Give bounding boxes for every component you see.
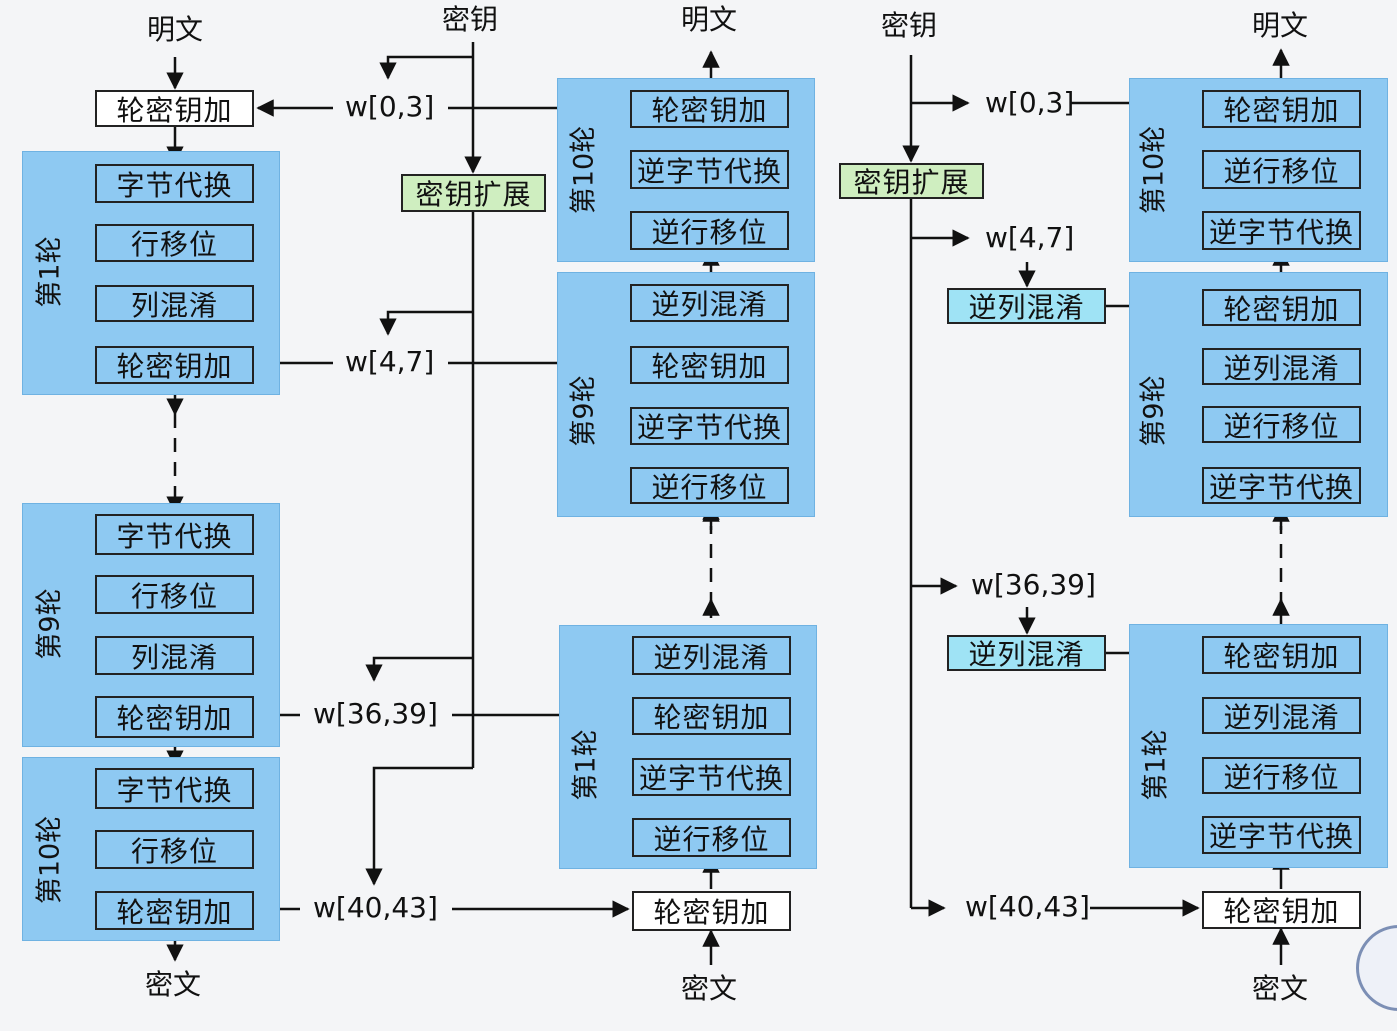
enc-round9-step: 字节代换 [95,514,254,555]
dec-round10-step: 逆行移位 [630,211,789,250]
eq-round9-step: 逆列混淆 [1202,348,1361,385]
enc-plaintext-label: 明文 [147,13,204,46]
dec-round9-step: 逆字节代换 [630,407,789,445]
enc-key-expansion: 密钥扩展 [401,174,546,212]
word-label: w[36,39] [971,568,1096,601]
enc-round9-step: 行移位 [95,575,254,614]
eq-inv-mix-key-box: 逆列混淆 [947,288,1106,324]
eq-round9-step: 逆行移位 [1202,406,1361,443]
word-label: w[4,7] [345,345,435,378]
dec-ciphertext-label: 密文 [681,972,738,1005]
eq-initial-add-round-key: 轮密钥加 [1202,891,1361,929]
eq-round10-step: 轮密钥加 [1202,90,1361,128]
dec-round9-label: 第9轮 [568,375,600,447]
enc-round10-step: 行移位 [95,830,254,869]
enc-round9-step: 列混淆 [95,636,254,675]
enc-round10-label: 第10轮 [34,815,66,905]
enc-round1-step: 轮密钥加 [95,346,254,384]
dec-round9-step: 逆行移位 [630,467,789,504]
enc-round1-step: 字节代换 [95,164,254,203]
eq-key-label: 密钥 [881,9,938,42]
eq-round10-step: 逆行移位 [1202,150,1361,189]
dec-round1-step: 轮密钥加 [632,697,791,735]
word-label: w[0,3] [985,86,1075,119]
word-label: w[36,39] [313,697,438,730]
dec-round9-step: 逆列混淆 [630,284,789,322]
eq-round1-step: 逆行移位 [1202,757,1361,794]
word-label: w[4,7] [985,221,1075,254]
eq-round9-step: 轮密钥加 [1202,289,1361,326]
eq-round9-step: 逆字节代换 [1202,467,1361,504]
dec-round10-step: 逆字节代换 [630,150,789,189]
eq-round1-step: 逆列混淆 [1202,697,1361,734]
eq-key-expansion: 密钥扩展 [839,163,984,199]
word-label: w[40,43] [965,890,1090,923]
dec-round1-step: 逆行移位 [632,818,791,857]
eq-plaintext-label: 明文 [1252,9,1309,42]
enc-key-label: 密钥 [442,3,499,36]
dec-round1-step: 逆列混淆 [632,636,791,675]
dec-plaintext-label: 明文 [681,3,738,36]
eq-round10-label: 第10轮 [1138,125,1170,215]
dec-round1-step: 逆字节代换 [632,758,791,796]
dec-round10-label: 第10轮 [568,125,600,215]
eq-inv-mix-key-box: 逆列混淆 [947,635,1106,671]
enc-round1-label: 第1轮 [34,236,66,308]
dec-initial-add-round-key: 轮密钥加 [632,891,791,931]
enc-ciphertext-label: 密文 [145,968,202,1001]
dec-round9-step: 轮密钥加 [630,346,789,384]
dec-round1-label: 第1轮 [570,729,602,801]
dec-round10-step: 轮密钥加 [630,90,789,128]
enc-round10-step: 轮密钥加 [95,891,254,930]
eq-ciphertext-label: 密文 [1252,972,1309,1005]
eq-round10-step: 逆字节代换 [1202,211,1361,250]
word-label: w[40,43] [313,891,438,924]
enc-initial-add-round-key: 轮密钥加 [95,90,254,127]
eq-round1-step: 轮密钥加 [1202,636,1361,674]
word-label: w[0,3] [345,90,435,123]
enc-round9-label: 第9轮 [34,588,66,660]
enc-round1-step: 行移位 [95,224,254,262]
enc-round10-step: 字节代换 [95,768,254,809]
eq-round9-label: 第9轮 [1138,375,1170,447]
eq-round1-step: 逆字节代换 [1202,816,1361,854]
enc-round1-step: 列混淆 [95,285,254,322]
eq-round1-label: 第1轮 [1140,729,1172,801]
enc-round9-step: 轮密钥加 [95,696,254,738]
